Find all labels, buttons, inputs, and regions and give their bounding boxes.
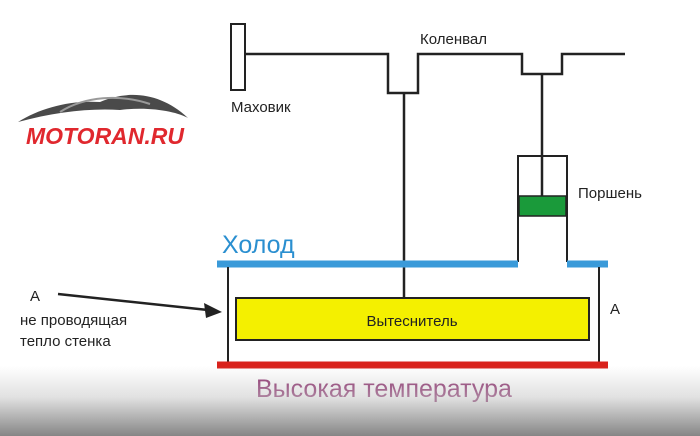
car-roof-swoosh <box>59 96 151 113</box>
cold-label: Холод <box>222 231 295 259</box>
displacer <box>235 297 590 341</box>
displacer-label: Вытеснитель <box>366 313 457 330</box>
flywheel-label: Маховик <box>231 99 291 116</box>
wall-note-line2: тепло стенка <box>20 333 111 350</box>
flywheel <box>230 23 246 91</box>
crankshaft <box>245 52 625 95</box>
piston-label: Поршень <box>578 185 642 202</box>
wall-a-right-label: А <box>610 301 620 318</box>
hot-label: Высокая температура <box>256 375 512 403</box>
wall-a-left-label: А <box>30 288 40 305</box>
motoran-logo: MOTORAN.RU <box>18 94 188 149</box>
crankshaft-label: Коленвал <box>420 31 487 48</box>
arrow-to-wall <box>57 292 222 318</box>
piston <box>518 195 567 217</box>
logo-text: MOTORAN.RU <box>26 123 185 149</box>
piston-cylinder <box>517 155 568 262</box>
wall-note-line1: не проводящая <box>20 312 127 329</box>
